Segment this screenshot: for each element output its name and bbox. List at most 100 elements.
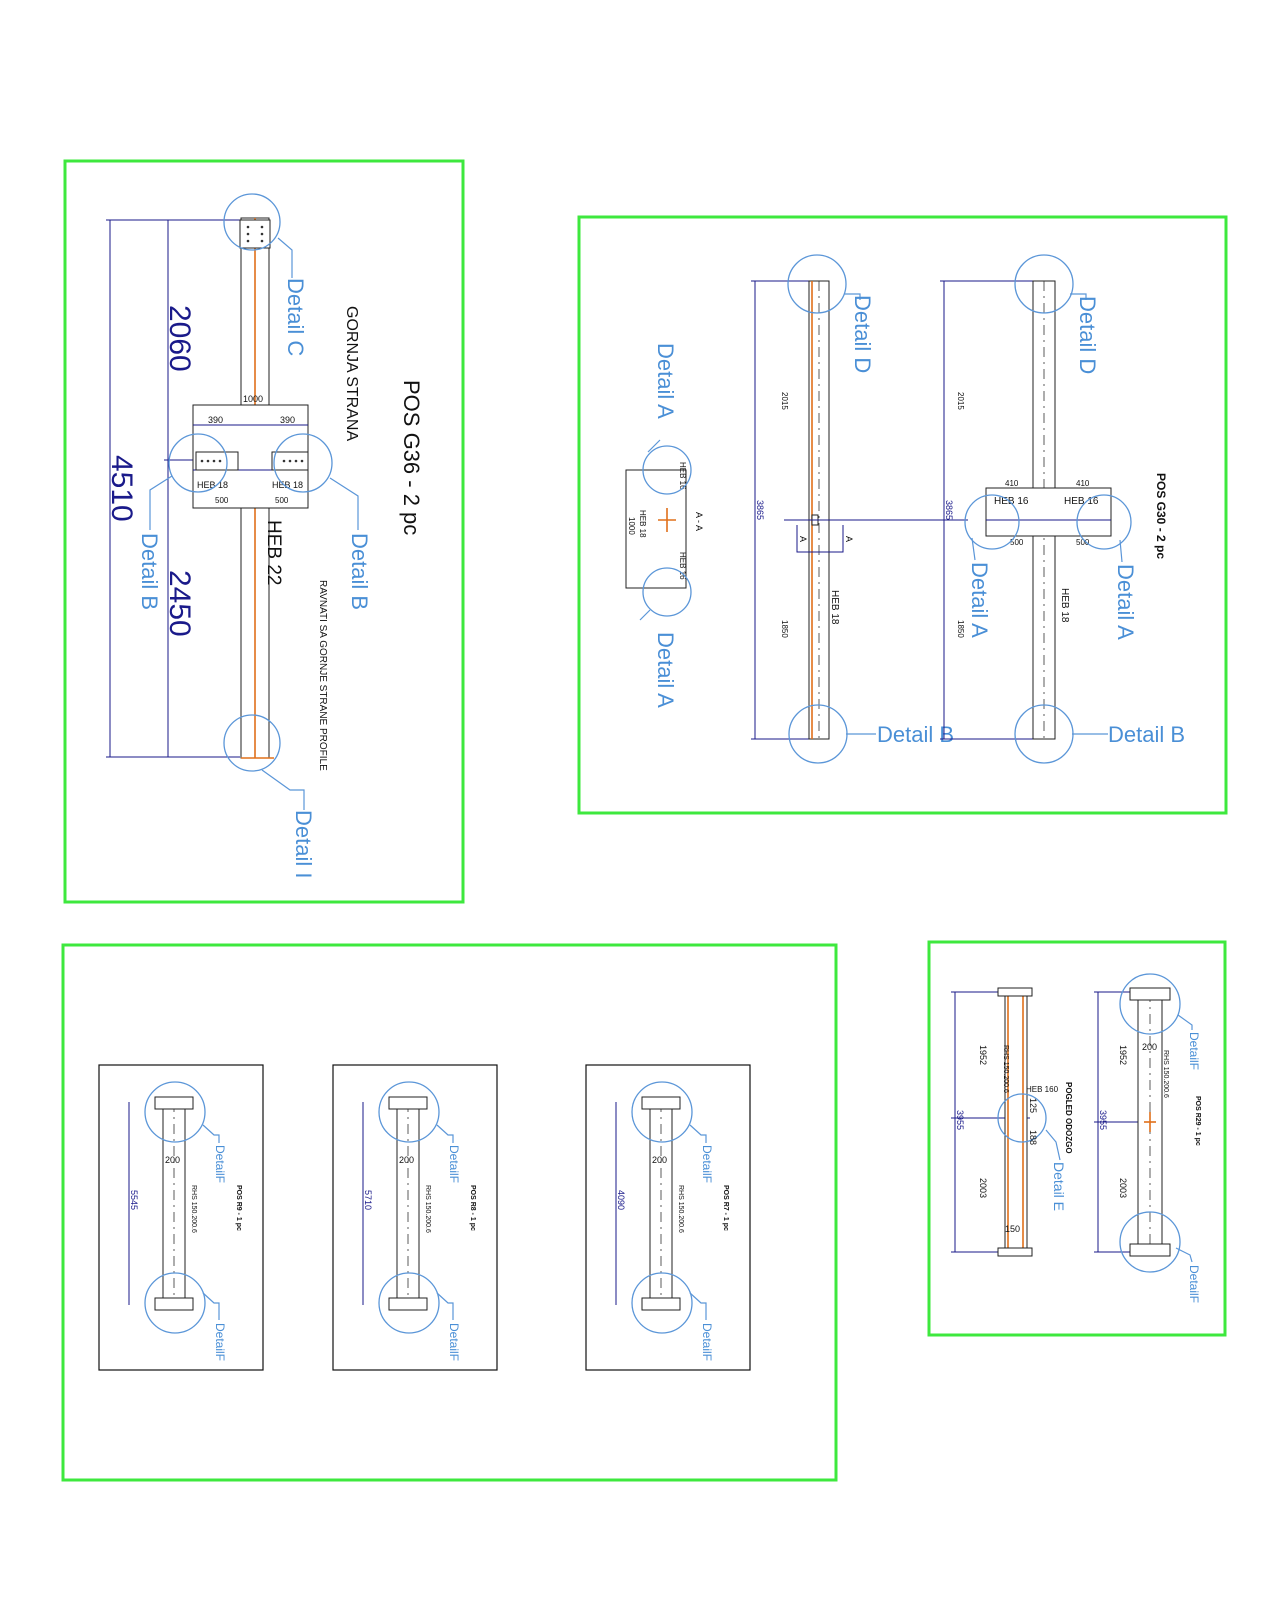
dim-upper-left: 2015 xyxy=(780,392,789,410)
svg-text:RHS 150.200.6: RHS 150.200.6 xyxy=(424,1185,431,1233)
svg-text:DetailF: DetailF xyxy=(700,1323,714,1361)
section-a-a xyxy=(625,469,687,589)
label-detail-f-bottom: DetailF xyxy=(1187,1265,1201,1303)
label-detail-e: Detail E xyxy=(1051,1162,1067,1211)
dim-arm-len-left: 500 xyxy=(215,496,229,505)
svg-text:2003: 2003 xyxy=(1118,1178,1128,1198)
sub-drawing-r8: 200 5710 RHS 150.200.6 POS R8 - 1 pc Det… xyxy=(332,1064,498,1371)
svg-text:RHS 150.200.6: RHS 150.200.6 xyxy=(677,1185,684,1233)
svg-text:POS R8 - 1 pc: POS R8 - 1 pc xyxy=(469,1185,476,1231)
label-detail-c: Detail C xyxy=(283,278,308,356)
sheet-pos-g36: 2060 4510 2450 1000 390 390 HEB 18 HEB 1… xyxy=(63,159,465,904)
svg-text:5545: 5545 xyxy=(129,1190,139,1210)
svg-text:DetailF: DetailF xyxy=(447,1145,461,1183)
sheet-pos-r29: 3955 1952 2003 RHS 150.200.6 HEB 160 125… xyxy=(927,940,1227,1337)
svg-text:1952: 1952 xyxy=(1118,1045,1128,1065)
arm-profile-l: HEB 16 xyxy=(994,496,1029,507)
dim-arm-r: 410 xyxy=(1076,479,1090,488)
svg-text:188: 188 xyxy=(1028,1130,1038,1145)
sheet-title: POS R29 - 1 pc xyxy=(1194,1096,1201,1146)
view-label: POGLED ODOZGO xyxy=(1064,1082,1073,1154)
svg-text:POS R9 - 1 pc: POS R9 - 1 pc xyxy=(235,1185,242,1231)
svg-text:DetailF: DetailF xyxy=(213,1323,227,1361)
sec-profile-a: HEB 16 xyxy=(678,462,687,490)
sheet-frame xyxy=(577,215,1228,815)
svg-text:5710: 5710 xyxy=(363,1190,373,1210)
sheet-title: POS G36 - 2 pc xyxy=(399,380,424,535)
svg-text:DetailF: DetailF xyxy=(213,1145,227,1183)
svg-text:1952: 1952 xyxy=(978,1045,988,1065)
svg-text:2003: 2003 xyxy=(978,1178,988,1198)
svg-text:200: 200 xyxy=(1142,1042,1157,1052)
bolt-group-top xyxy=(239,219,271,249)
svg-text:DetailF: DetailF xyxy=(700,1145,714,1183)
sheet-pos-g30: A A 3865 2015 1850 HEB 18 Detail D Detai… xyxy=(577,215,1228,815)
arm-profile-r: HEB 16 xyxy=(1064,496,1099,507)
detail-circle-c xyxy=(223,193,281,251)
dim-total-left: 3865 xyxy=(755,500,765,520)
dim-arm-right: 390 xyxy=(280,415,295,425)
dim-arm-len-right: 500 xyxy=(275,496,289,505)
dim-arm-l: 410 xyxy=(1005,479,1019,488)
svg-text:200: 200 xyxy=(652,1155,667,1165)
sheet-title: POS G30 - 2 pc xyxy=(1154,473,1168,559)
label-detail-b-right: Detail B xyxy=(347,533,372,610)
dim-upper: 2060 xyxy=(163,305,196,372)
cross-arm-right xyxy=(985,487,1112,537)
svg-text:4090: 4090 xyxy=(616,1190,626,1210)
side-label: GORNJA STRANA xyxy=(343,306,360,441)
dim-len-l: 500 xyxy=(1010,538,1024,547)
label-detail-a-bottom: Detail A xyxy=(653,632,678,708)
sec-profile-c: HEB 16 xyxy=(678,552,687,580)
sec-profile-b: HEB 18 xyxy=(638,510,647,538)
svg-text:RHS 150.200.6: RHS 150.200.6 xyxy=(190,1185,197,1233)
label-detail-a-1: Detail A xyxy=(967,562,992,638)
label-detail-d-left: Detail D xyxy=(850,295,875,373)
label-detail-i: Detail I xyxy=(291,810,316,878)
note: RAVNATI SA GORNJE STRANE PROFILE xyxy=(317,580,328,771)
label-detail-a-2: Detail A xyxy=(1113,564,1138,640)
label-detail-b-left: Detail B xyxy=(877,722,954,747)
label-detail-a-top: Detail A xyxy=(653,343,678,419)
column-profile: HEB 22 xyxy=(263,520,284,585)
label-detail-d-right: Detail D xyxy=(1075,296,1100,374)
section-label: A - A xyxy=(694,512,704,531)
dim-len-r: 500 xyxy=(1076,538,1090,547)
arm-profile-right: HEB 18 xyxy=(272,480,303,490)
sub-drawing-r7: 200 4090 RHS 150.200.6 POS R7 - 1 pc Det… xyxy=(585,1064,751,1371)
svg-text:200: 200 xyxy=(399,1155,414,1165)
section-marker-1: A xyxy=(798,536,808,542)
dim-upper-right: 2015 xyxy=(956,392,965,410)
detail-circle-i xyxy=(223,714,281,772)
sheet-frame xyxy=(927,940,1227,1337)
svg-text:DetailF: DetailF xyxy=(447,1323,461,1361)
sheet-r-series: 200 5545 RHS 150.200.6 POS R9 - 1 pc Det… xyxy=(61,943,838,1482)
detail-circle-b-right xyxy=(273,433,333,493)
svg-text:HEB 160: HEB 160 xyxy=(1026,1085,1059,1094)
label-detail-f-top: DetailF xyxy=(1187,1032,1201,1070)
svg-text:3955: 3955 xyxy=(1098,1110,1108,1130)
svg-text:150: 150 xyxy=(1005,1224,1020,1234)
svg-text:RHS 150.200.6: RHS 150.200.6 xyxy=(1002,1045,1009,1093)
profile-left: HEB 18 xyxy=(829,590,840,625)
svg-text:POS R7 - 1 pc: POS R7 - 1 pc xyxy=(722,1185,729,1231)
detail-circle-b-left xyxy=(168,433,228,493)
section-marker-2: A xyxy=(844,536,854,542)
sub-drawing-r9: 200 5545 RHS 150.200.6 POS R9 - 1 pc Det… xyxy=(98,1064,264,1371)
dim-total-right: 3865 xyxy=(944,500,954,520)
dim-lower-right: 1850 xyxy=(956,620,965,638)
dim-lower: 2450 xyxy=(163,570,196,637)
sheet-frame xyxy=(63,159,465,904)
profile-right: HEB 18 xyxy=(1059,588,1070,623)
svg-text:3955: 3955 xyxy=(955,1110,965,1130)
sheet-frame xyxy=(61,943,838,1482)
svg-text:125: 125 xyxy=(1028,1098,1038,1113)
dim-arm-width: 1000 xyxy=(243,394,263,404)
dim-lower-left: 1850 xyxy=(780,620,789,638)
svg-text:200: 200 xyxy=(165,1155,180,1165)
sec-length: 1000 xyxy=(627,517,636,535)
dim-arm-left: 390 xyxy=(208,415,223,425)
svg-text:RHS 150.200.6: RHS 150.200.6 xyxy=(1162,1050,1169,1098)
label-detail-b-right: Detail B xyxy=(1108,722,1185,747)
